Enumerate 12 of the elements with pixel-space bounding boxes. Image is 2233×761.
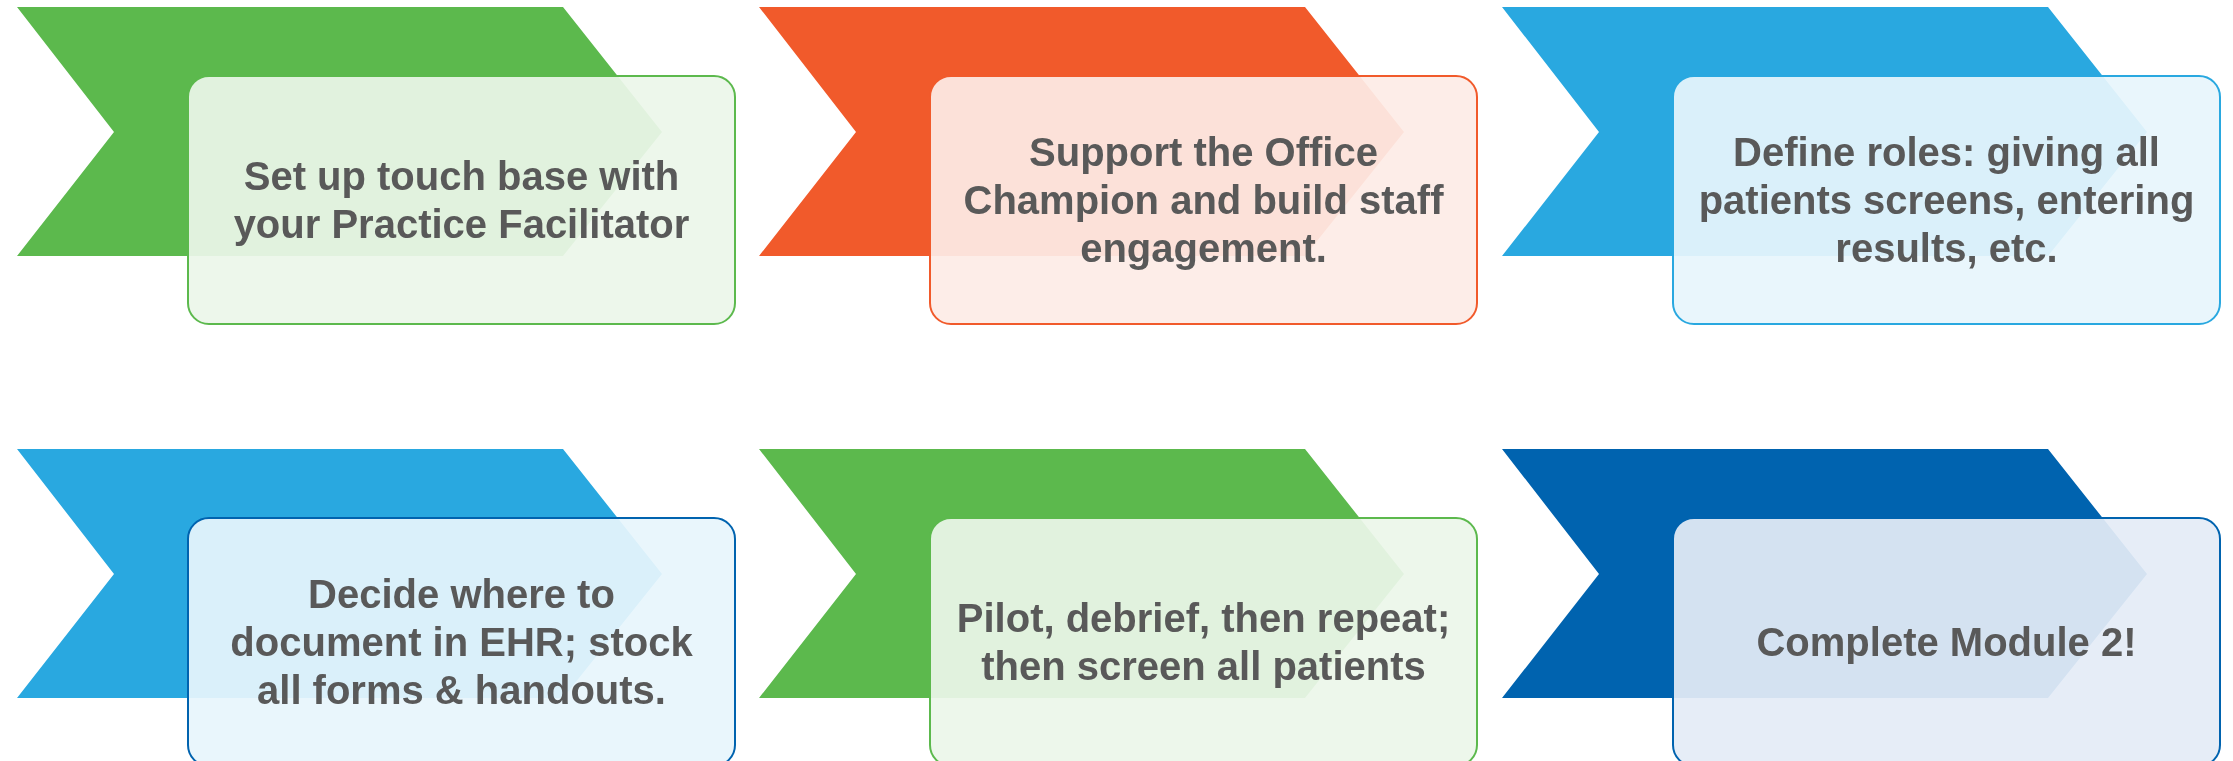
step-box [929,75,1478,325]
step-box [929,517,1478,761]
step-text: Support the Office Champion and build staff engagement. [962,129,1445,272]
step-box [1672,517,2221,761]
step-box [187,75,736,325]
step-text: Set up touch base with your Practice Facilitator [232,153,691,248]
step-text: Decide where to document in EHR; stock all forms & handouts. [229,571,694,714]
step-text: Pilot, debrief, then repeat; then screen all patients [955,595,1452,690]
step-text: Define roles: giving all patients screens, entering results, etc. [1698,129,2195,272]
step-box [1672,75,2221,325]
step-text: Complete Module 2! [1756,619,2137,666]
step-box [187,517,736,761]
